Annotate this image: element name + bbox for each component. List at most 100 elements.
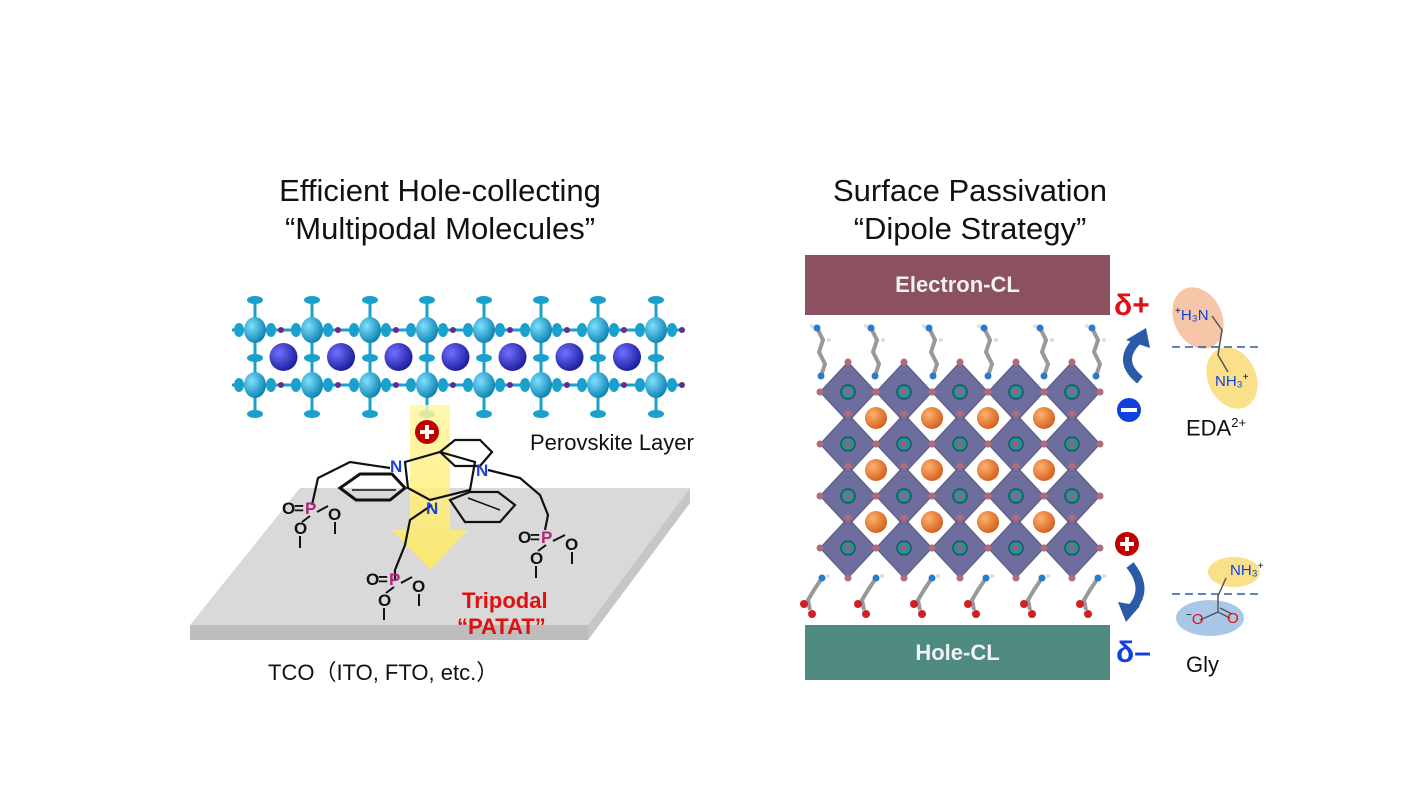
phos-right-p: P (541, 528, 552, 547)
halide-lobe (520, 378, 530, 392)
halide-atom (956, 514, 964, 522)
a-site-cation (327, 343, 355, 371)
b-site-core (957, 493, 963, 499)
eda-nh3-plus: + (1242, 372, 1249, 383)
apical-atom (533, 354, 549, 362)
eda-molecule (1172, 287, 1262, 409)
electron-cl-layer: Electron-CL (805, 255, 1110, 315)
halide-lobe (349, 378, 359, 392)
ligand-oxygen (972, 610, 980, 618)
ligand-oxygen (1084, 610, 1092, 618)
halide-atom (1012, 358, 1020, 366)
halide-lobe (667, 378, 677, 392)
metal-atom (278, 327, 284, 333)
phos-left-o2: O (328, 505, 341, 524)
ligand-oxygen (910, 600, 918, 608)
apical-atom (590, 410, 606, 418)
eda-nh3-group: NH₃+ (1215, 372, 1249, 390)
a-site-cation (865, 459, 887, 481)
metal-atom (450, 327, 456, 333)
ligand-nitrogen (982, 574, 990, 582)
apical-atom (304, 410, 320, 418)
ligand-nitrogen (872, 574, 880, 582)
halide-atom (900, 358, 908, 366)
metal-atom (278, 382, 284, 388)
a-site-cation (921, 511, 943, 533)
delta-minus-label: δ– (1116, 636, 1151, 669)
halide-lobe (234, 378, 244, 392)
apical-atom (362, 410, 378, 418)
gly-ligand-chain (1025, 576, 1044, 611)
ligand-nitrogen (928, 574, 936, 582)
halide-atom (1040, 388, 1048, 396)
ligand-nitrogen (871, 372, 879, 380)
halide-lobe (520, 323, 530, 337)
halide-lobe (463, 378, 473, 392)
b-site-core (901, 441, 907, 447)
halide-atom (359, 317, 381, 343)
halide-atom (1012, 462, 1020, 470)
ligand-hydrogen (1102, 338, 1106, 342)
phos-right-o1: O (518, 528, 531, 547)
ligand-oxygen (1028, 610, 1036, 618)
gly-nh3-group: NH₃+ (1230, 561, 1264, 579)
halide-atom (645, 317, 667, 343)
halide-atom (1012, 514, 1020, 522)
b-site-core (1013, 545, 1019, 551)
apical-atom (304, 296, 320, 304)
halide-atom (900, 574, 908, 582)
halide-atom (872, 544, 880, 552)
halide-atom (872, 492, 880, 500)
halide-atom (816, 388, 824, 396)
apical-atom (648, 410, 664, 418)
halide-atom (1096, 492, 1104, 500)
apical-atom (419, 296, 435, 304)
gly-label: Gly (1186, 652, 1219, 677)
phos-bottom-p: P (389, 570, 400, 589)
halide-atom (816, 492, 824, 500)
b-site-core (957, 441, 963, 447)
ligand-hydrogen (939, 338, 943, 342)
phos-right-o3: O (530, 549, 543, 568)
metal-atom (507, 382, 513, 388)
b-site-core (957, 389, 963, 395)
nitrogen-left: N (390, 457, 402, 476)
a-site-cation (865, 511, 887, 533)
a-site-cation (977, 459, 999, 481)
metal-atom (621, 382, 627, 388)
halide-atom (530, 372, 552, 398)
phos-bottom-eq: = (378, 570, 388, 589)
left-title-line2: “Multipodal Molecules” (284, 211, 596, 246)
tco-label: TCO（ITO, FTO, etc.） (268, 660, 499, 685)
halide-lobe (577, 323, 587, 337)
b-site-core (1069, 493, 1075, 499)
halide-lobe (438, 323, 448, 337)
halide-atom (816, 544, 824, 552)
perovskite-layer-label: Perovskite Layer (530, 430, 694, 455)
halide-atom (956, 462, 964, 470)
ligand-nitrogen (1094, 574, 1102, 582)
halide-atom (928, 440, 936, 448)
apical-atom (533, 296, 549, 304)
a-site-cation (269, 343, 298, 371)
ligand-nitrogen (1038, 574, 1046, 582)
halide-atom (587, 317, 609, 343)
halide-lobe (635, 323, 645, 337)
halide-atom (956, 410, 964, 418)
ligand-hydrogen (826, 574, 830, 578)
halide-atom (900, 462, 908, 470)
delta-plus-label: δ+ (1114, 289, 1150, 322)
halide-atom (1068, 514, 1076, 522)
ligand-oxygen (800, 600, 808, 608)
left-title: Efficient Hole-collecting “Multipodal Mo… (210, 172, 670, 248)
halide-atom (645, 372, 667, 398)
dipole-arrow-top (1123, 328, 1150, 384)
metal-atom (450, 382, 456, 388)
eda-label: EDA2+ (1186, 415, 1246, 441)
halide-atom (928, 492, 936, 500)
a-site-cation (1033, 459, 1055, 481)
apical-atom (476, 354, 492, 362)
halide-atom (473, 372, 495, 398)
halide-atom (1012, 574, 1020, 582)
